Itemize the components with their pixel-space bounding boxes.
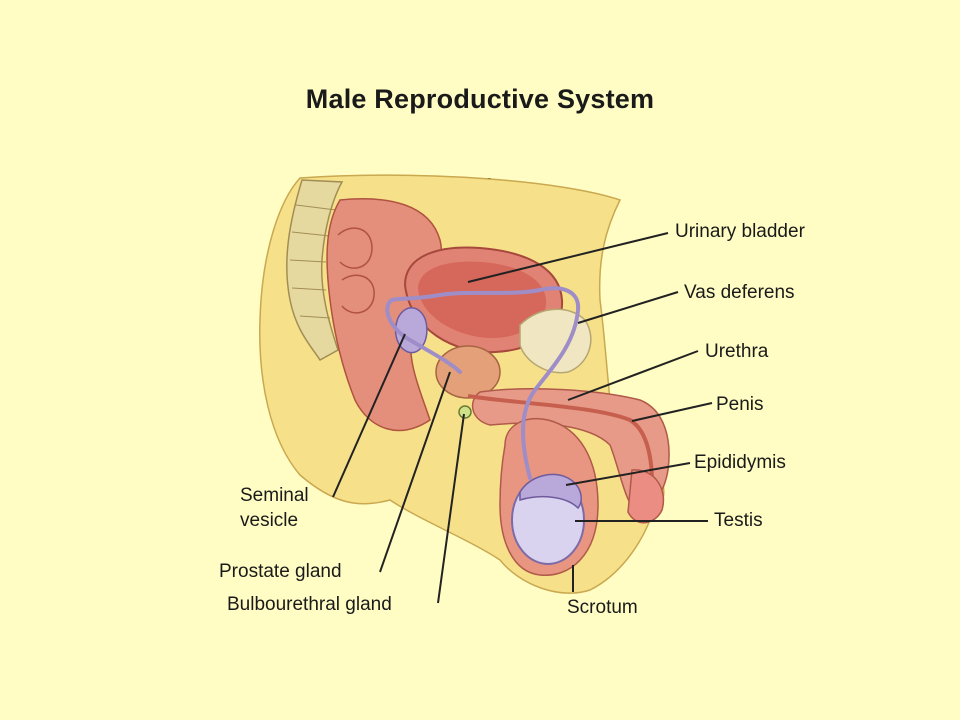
urethra-line <box>467 394 654 506</box>
pointer-bulbourethral-gland <box>437 413 465 604</box>
pointer-epididymis <box>565 462 691 486</box>
label-prostate-gland: Prostate gland <box>219 561 342 582</box>
label-penis: Penis <box>716 394 764 415</box>
label-vas-deferens: Vas deferens <box>684 282 795 303</box>
sacrum <box>286 179 344 361</box>
pointer-penis <box>631 402 713 422</box>
pointer-lines <box>332 232 713 604</box>
label-epididymis: Epididymis <box>694 452 786 473</box>
label-urinary-bladder: Urinary bladder <box>675 221 805 242</box>
glans <box>627 469 665 524</box>
label-bulbourethral-gland: Bulbourethral gland <box>227 594 392 615</box>
pubic-bone <box>519 308 592 374</box>
label-seminal-vesicle: Seminal vesicle <box>240 485 309 531</box>
bladder-inner <box>418 261 547 338</box>
label-testis: Testis <box>714 510 763 531</box>
page-title: Male Reproductive System <box>305 84 655 114</box>
pointer-urinary-bladder <box>467 232 669 283</box>
pointer-urethra <box>567 350 699 401</box>
label-urethra: Urethra <box>705 341 769 362</box>
label-scrotum: Scrotum <box>567 597 638 618</box>
rectum <box>326 198 443 432</box>
epididymis-shape <box>519 473 582 510</box>
colon-loops <box>337 227 375 314</box>
pointer-vas-deferens <box>577 291 679 324</box>
pointer-seminal-vesicle <box>332 333 406 498</box>
vertebrae <box>289 204 337 319</box>
pointer-prostate-gland <box>379 371 451 573</box>
seminal-vesicle-shape <box>394 307 428 354</box>
vas-deferens-path <box>385 286 581 480</box>
bulbourethral-shape <box>458 405 472 419</box>
